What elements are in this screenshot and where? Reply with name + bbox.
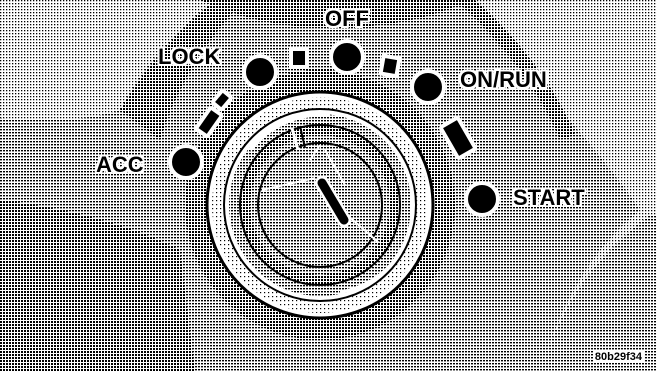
run-start-dash-marker — [439, 116, 477, 160]
start-position-dot — [464, 181, 500, 217]
figure-code: 80b29f34 — [592, 351, 644, 363]
on-run-label: ON/RUN — [460, 67, 547, 92]
acc-dash-marker-2 — [211, 88, 233, 112]
acc-position-dot — [168, 144, 204, 180]
start-label: START — [513, 185, 585, 210]
lock-label: LOCK — [158, 44, 221, 69]
off-label: OFF — [325, 6, 369, 31]
position-markers — [168, 39, 500, 217]
on-run-position-dot — [410, 69, 446, 105]
lock-off-dash-marker — [289, 47, 309, 69]
off-position-dot — [329, 39, 365, 75]
lock-position-dot — [242, 54, 278, 90]
key-slot — [315, 176, 351, 227]
acc-label: ACC — [96, 152, 144, 177]
acc-dash-marker — [194, 106, 224, 138]
off-run-dash-marker — [378, 53, 402, 79]
